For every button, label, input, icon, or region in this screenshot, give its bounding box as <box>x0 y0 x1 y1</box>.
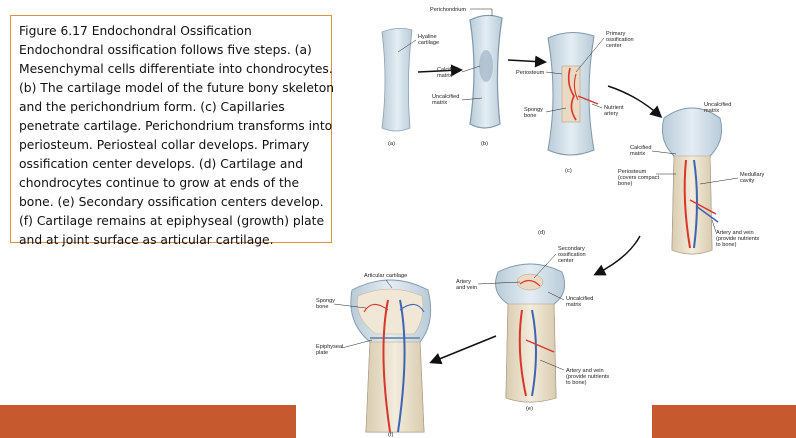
label-artery-vein: to bone) <box>716 242 737 248</box>
label-uncalcified-matrix: Uncalcified <box>704 102 731 108</box>
label-secondary-ossification-center: center <box>558 258 574 264</box>
label-artery-vein: and vein <box>456 285 477 291</box>
panel-label-b: (b) <box>481 141 488 147</box>
caption-line: and the perichondrium form. (c) Capillar… <box>19 100 285 114</box>
panel-label-c: (c) <box>565 168 572 174</box>
label-periosteum: Periosteum <box>516 70 545 76</box>
arrow-b-to-c <box>507 55 547 68</box>
label-primary-ossification-center: Primary <box>606 31 625 37</box>
label-uncalcified-matrix: matrix <box>704 108 719 114</box>
label-spongy-bone: Spongy <box>524 107 543 113</box>
label-spongy-bone: Spongy <box>316 298 335 304</box>
label-perichondrium: Perichondrium <box>430 7 466 13</box>
stage-a: Hyaline cartilage (a) <box>381 28 439 147</box>
label-artery-vein: Artery and vein <box>716 230 754 236</box>
label-spongy-bone: bone <box>316 304 328 310</box>
caption-line: bone. (e) Secondary ossification centers… <box>19 195 324 209</box>
panel-label-f: (f) <box>388 432 394 438</box>
label-nutrient-artery: artery <box>604 111 619 117</box>
label-hyaline-cartilage: Hyaline <box>418 34 437 40</box>
label-calcified-matrix: matrix <box>437 73 452 79</box>
label-medullary-cavity: Medullary <box>740 172 764 178</box>
caption-title: Figure 6.17 Endochondral Ossification <box>19 24 252 38</box>
panel-label-e: (e) <box>526 406 533 412</box>
label-hyaline-cartilage: cartilage <box>418 40 439 46</box>
panel-label-d: (d) <box>538 230 545 236</box>
label-artery-vein-nutrients: to bone) <box>566 380 587 386</box>
caption-line: Endochondral ossification follows five s… <box>19 43 312 57</box>
caption-line: periosteum. Periosteal collar develops. … <box>19 138 310 152</box>
footer-band-right <box>652 405 796 438</box>
label-epiphyseal-plate: Epiphyseal <box>316 344 343 350</box>
stage-e: Secondary ossification center Artery and… <box>456 246 609 412</box>
caption-line: chondrocytes continue to grow at ends of… <box>19 176 300 190</box>
label-calcified-matrix: Calcified <box>437 67 458 73</box>
label-periosteum-compact: Periosteum <box>618 169 647 175</box>
label-artery-vein-nutrients: (provide nutrients <box>566 374 609 380</box>
label-uncalcified-matrix: Uncalcified <box>432 94 459 100</box>
arrow-a-to-b <box>417 64 463 77</box>
label-secondary-ossification-center: ossification <box>558 252 586 258</box>
arrow-e-to-f <box>429 335 497 365</box>
label-artery-vein-nutrients: Artery and vein <box>566 368 604 374</box>
stage-f: Articular cartilage Spongy bone Epiphyse… <box>316 273 432 438</box>
label-calcified-matrix: matrix <box>630 151 645 157</box>
label-calcified-matrix: Calcified <box>630 145 651 151</box>
label-epiphyseal-plate: plate <box>316 350 328 356</box>
label-nutrient-artery: Nutrient <box>604 105 624 111</box>
label-artery-vein: Artery <box>456 279 471 285</box>
stage-d: Uncalcified matrix Calcified matrix Peri… <box>538 102 764 255</box>
label-artery-vein: (provide nutrients <box>716 236 759 242</box>
figure-caption: Figure 6.17 Endochondral Ossification En… <box>10 15 335 247</box>
caption-line: penetrate cartilage. Perichondrium trans… <box>19 119 333 133</box>
label-uncalcified-matrix: Uncalcified <box>566 296 593 302</box>
label-periosteum-compact: (covers compact <box>618 175 659 181</box>
label-primary-ossification-center: ossification <box>606 37 634 43</box>
label-spongy-bone: bone <box>524 113 536 119</box>
label-primary-ossification-center: center <box>606 43 622 49</box>
stage-c: Primary ossification center Periosteum S… <box>516 31 634 174</box>
caption-line: (b) The cartilage model of the future bo… <box>19 81 335 95</box>
stage-b: Perichondrium Calcified matrix Uncalcifi… <box>430 7 503 147</box>
label-uncalcified-matrix: matrix <box>432 100 447 106</box>
label-articular-cartilage: Articular cartilage <box>364 273 407 279</box>
label-secondary-ossification-center: Secondary <box>558 246 585 252</box>
footer-band-left <box>0 405 296 438</box>
panel-label-a: (a) <box>388 141 395 147</box>
label-medullary-cavity: cavity <box>740 178 755 184</box>
caption-line: ossification center develops. (d) Cartil… <box>19 157 304 171</box>
caption-line: Mesenchymal cells differentiate into cho… <box>19 62 333 76</box>
arrow-c-to-d <box>607 85 663 119</box>
label-periosteum-compact: bone) <box>618 181 632 187</box>
caption-line: (f) Cartilage remains at epiphyseal (gro… <box>19 214 325 228</box>
arrow-d-to-e <box>593 235 641 276</box>
caption-line: and at joint surface as articular cartil… <box>19 233 274 247</box>
label-uncalcified-matrix: matrix <box>566 302 581 308</box>
